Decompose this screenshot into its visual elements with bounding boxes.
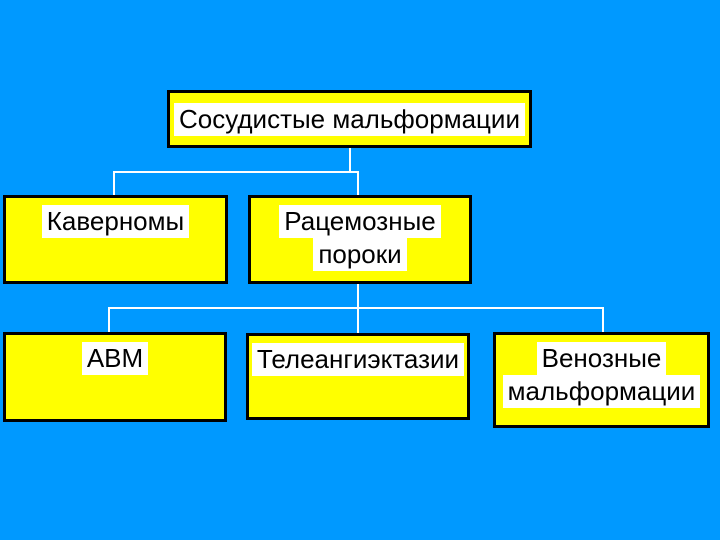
node-label-line2: мальформации (502, 375, 701, 408)
connector-leg-cavernomas (113, 171, 115, 196)
node-label: Телеангиэктазии (251, 343, 465, 376)
node-label: Каверномы (41, 205, 190, 238)
node-label: Сосудистые мальформации (174, 102, 525, 136)
node-venous-malformations: Венозные мальформации (493, 332, 710, 428)
node-label-line1: Рацемозные (279, 205, 441, 238)
connector-leg-racemose (357, 171, 359, 196)
connector-level2-horizontal (113, 171, 359, 173)
node-label-line2: пороки (313, 238, 407, 271)
node-label: АВМ (81, 342, 149, 375)
connector-leg-avm (108, 307, 110, 333)
node-cavernomas: Каверномы (3, 195, 228, 284)
node-telangiectasias: Телеангиэктазии (246, 333, 470, 420)
node-racemose-defects: Рацемозные пороки (248, 195, 472, 284)
node-avm: АВМ (3, 332, 227, 422)
connector-root-stem (349, 148, 351, 172)
connector-level3-horizontal (108, 307, 604, 309)
connector-leg-venous (602, 307, 604, 333)
node-label-line1: Венозные (536, 342, 667, 375)
node-vascular-malformations: Сосудистые мальформации (167, 90, 532, 148)
